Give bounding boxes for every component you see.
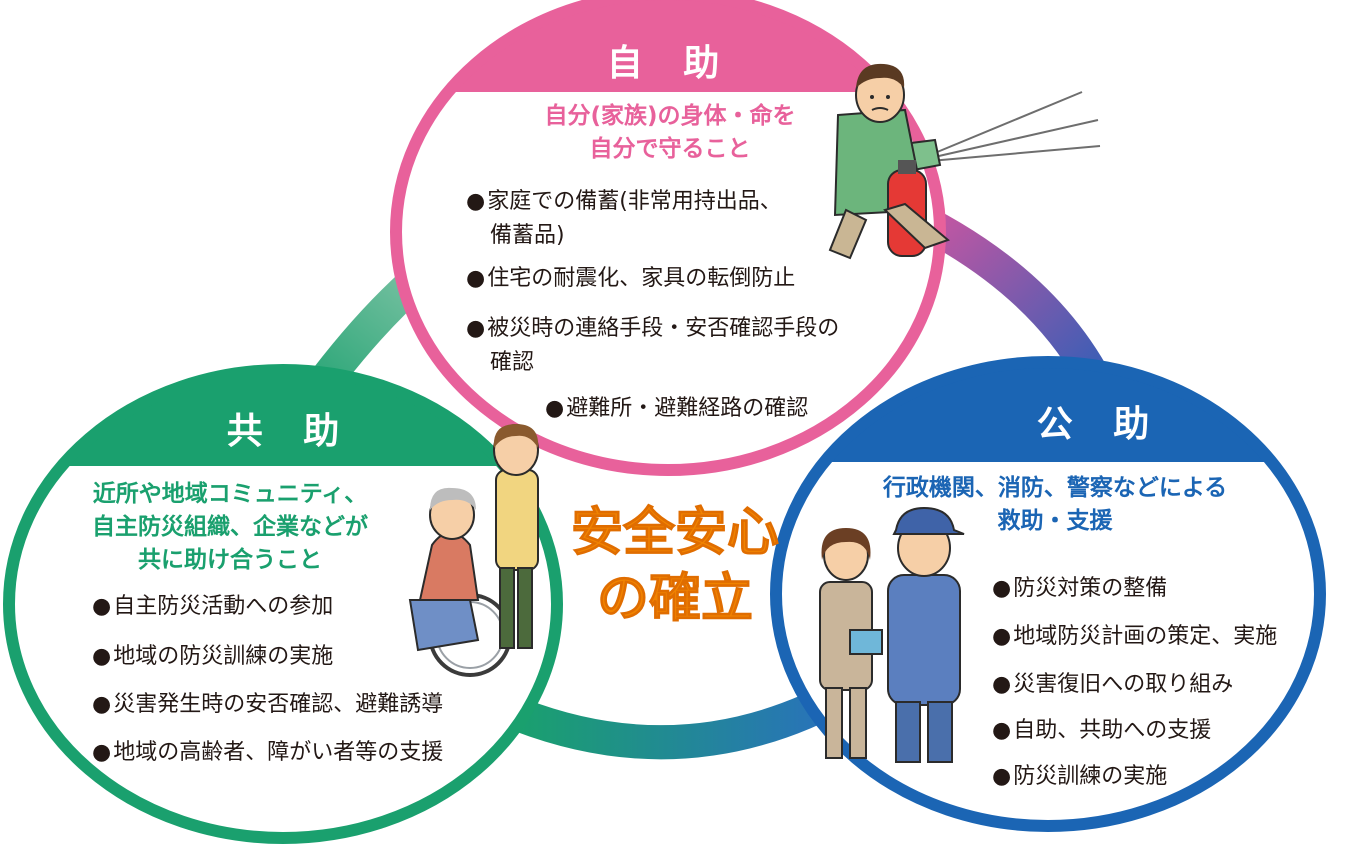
item-text: 災害復旧への取り組み: [1013, 672, 1234, 697]
list-item: ●家庭での備蓄(非常用持出品、 備蓄品): [466, 185, 866, 253]
list-item: ●災害発生時の安否確認、避難誘導: [92, 688, 443, 722]
item-text-continued: 確認: [490, 350, 535, 375]
item-text: 災害発生時の安否確認、避難誘導: [113, 692, 444, 717]
list-item: ●被災時の連絡手段・安否確認手段の 確認: [466, 312, 906, 380]
kojo-subtitle-line: 救助・支援: [997, 508, 1113, 534]
center-slogan-line: 安全安心: [570, 503, 779, 564]
jijo-title: 自 助: [606, 43, 734, 84]
item-text: 被災時の連絡手段・安否確認手段の: [487, 316, 840, 341]
bullet-icon: ●: [992, 576, 1012, 601]
bullet-icon: ●: [992, 764, 1012, 789]
kyojo-subtitle: 近所や地域コミュニティ、 自主防災組織、企業などが 共に助け合うこと: [60, 478, 400, 577]
official-and-firefighter-illustration: [819, 506, 965, 763]
item-text: 住宅の耐震化、家具の転倒防止: [487, 266, 796, 291]
list-item: ●住宅の耐震化、家具の転倒防止: [466, 262, 866, 296]
bullet-icon: ●: [992, 718, 1012, 743]
bullet-icon: ●: [466, 316, 486, 341]
list-item: ●災害復旧への取り組み: [992, 668, 1233, 702]
jijo-subtitle: 自分(家族)の身体・命を 自分で守ること: [500, 100, 840, 166]
list-item: ●自助、共助への支援: [992, 714, 1211, 748]
item-text: 地域防災計画の策定、実施: [1013, 624, 1278, 649]
bullet-icon: ●: [992, 672, 1012, 697]
list-item: ●防災対策の整備: [992, 572, 1167, 606]
list-item: ●地域の高齢者、障がい者等の支援: [92, 736, 443, 770]
item-text: 防災訓練の実施: [1013, 764, 1168, 789]
list-item: ●地域の防災訓練の実施: [92, 640, 333, 674]
kyojo-subtitle-line: 共に助け合うこと: [138, 547, 322, 573]
bullet-icon: ●: [92, 740, 112, 765]
kyojo-title: 共 助: [226, 411, 354, 452]
item-text: 自主防災活動への参加: [113, 594, 334, 619]
item-text: 地域の高齢者、障がい者等の支援: [113, 740, 444, 765]
item-text: 自助、共助への支援: [1013, 718, 1212, 743]
jijo-subtitle-line: 自分(家族)の身体・命を: [544, 103, 796, 129]
kyojo-subtitle-line: 自主防災組織、企業などが: [92, 514, 368, 540]
bullet-icon: ●: [92, 594, 112, 619]
fire-extinguisher-person-illustration: [828, 63, 1101, 260]
list-item: ●避難所・避難経路の確認: [545, 392, 865, 426]
bullet-icon: ●: [92, 692, 112, 717]
jijo-subtitle-line: 自分で守ること: [589, 136, 751, 162]
item-text: 避難所・避難経路の確認: [566, 396, 809, 421]
list-item: ●自主防災活動への参加: [92, 590, 333, 624]
item-text: 地域の防災訓練の実施: [113, 644, 334, 669]
kojo-subtitle: 行政機関、消防、警察などによる 救助・支援: [855, 472, 1255, 538]
center-slogan-line: の確立: [596, 569, 753, 630]
center-slogan: 安全安心 の確立: [555, 500, 795, 632]
list-item: ●防災訓練の実施: [992, 760, 1167, 794]
kojo-subtitle-line: 行政機関、消防、警察などによる: [882, 475, 1228, 501]
bullet-icon: ●: [92, 644, 112, 669]
kojo-title: 公 助: [1036, 404, 1164, 445]
bullet-icon: ●: [545, 396, 565, 421]
bullet-icon: ●: [466, 266, 486, 291]
wheelchair-caregiver-illustration: [408, 424, 539, 677]
kyojo-subtitle-line: 近所や地域コミュニティ、: [92, 481, 368, 507]
item-text: 家庭での備蓄(非常用持出品、: [487, 189, 782, 214]
list-item: ●地域防災計画の策定、実施: [992, 620, 1277, 654]
bullet-icon: ●: [992, 624, 1012, 649]
bullet-icon: ●: [466, 189, 486, 214]
item-text-continued: 備蓄品): [490, 223, 565, 248]
item-text: 防災対策の整備: [1013, 576, 1168, 601]
